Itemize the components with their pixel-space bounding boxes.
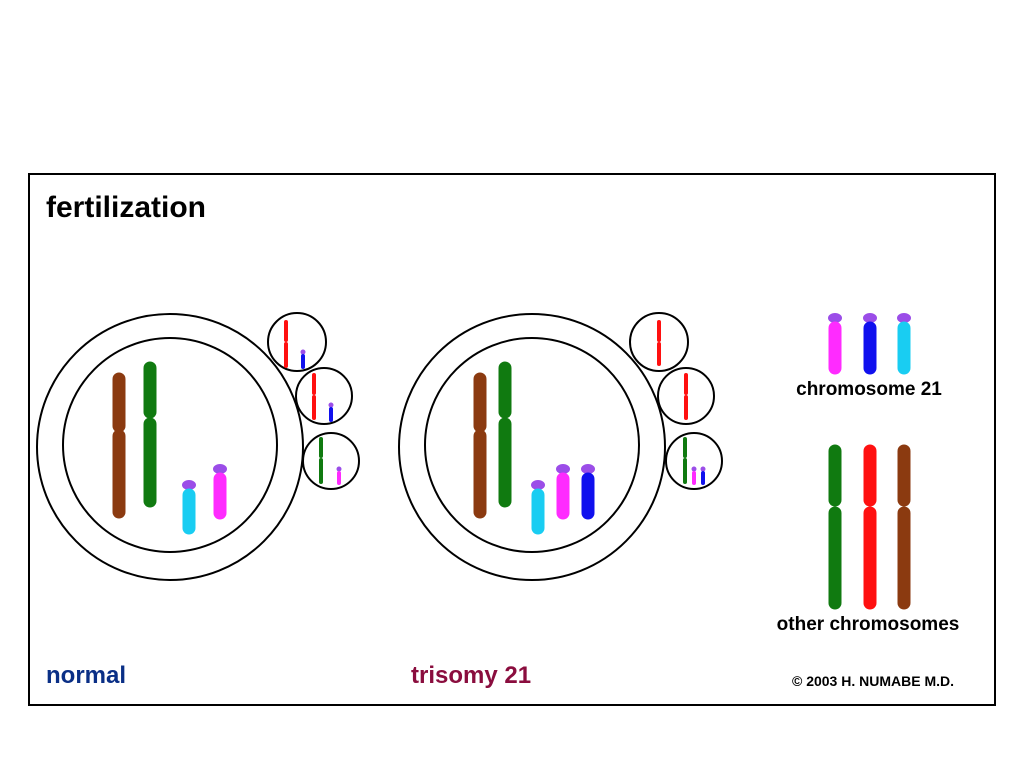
trisomy-blue-chr21 [581, 464, 595, 520]
trisomy-label: trisomy 21 [411, 662, 531, 689]
normal-magenta-chr21 [213, 464, 227, 520]
normal-fertilization [36, 312, 360, 581]
trisomy-cyan-chr21 [531, 480, 545, 535]
legend-chromosome-21: chromosome 21 [796, 313, 942, 400]
normal-egg-nucleus [62, 337, 278, 553]
normal-sperm [302, 432, 360, 490]
trisomy-magenta-chr21 [556, 464, 570, 520]
normal-label: normal [46, 662, 126, 689]
chromosome-21-label: chromosome 21 [796, 379, 942, 400]
legend-chr21-magenta [828, 313, 842, 375]
normal-egg-outer [36, 313, 304, 581]
legend-other-chromosomes: other chromosomes [777, 444, 960, 635]
normal-polar-body-2 [295, 367, 353, 425]
copyright-label: © 2003 H. NUMABE M.D. [792, 673, 954, 689]
trisomy-egg-nucleus [424, 337, 640, 553]
trisomy-polar-body-2 [657, 367, 715, 425]
other-chromosomes-label: other chromosomes [777, 614, 960, 635]
trisomy-fertilization [398, 312, 723, 581]
legend-chr21-blue [863, 313, 877, 375]
trisomy-egg-outer [398, 313, 666, 581]
trisomy-polar-body-1 [629, 312, 689, 372]
legend-chr21-cyan [897, 313, 911, 375]
diagram-frame [28, 173, 996, 706]
normal-polar-body-1 [267, 312, 327, 372]
title: fertilization [46, 191, 206, 224]
normal-cyan-chr21 [182, 480, 196, 535]
trisomy-sperm [665, 432, 723, 490]
